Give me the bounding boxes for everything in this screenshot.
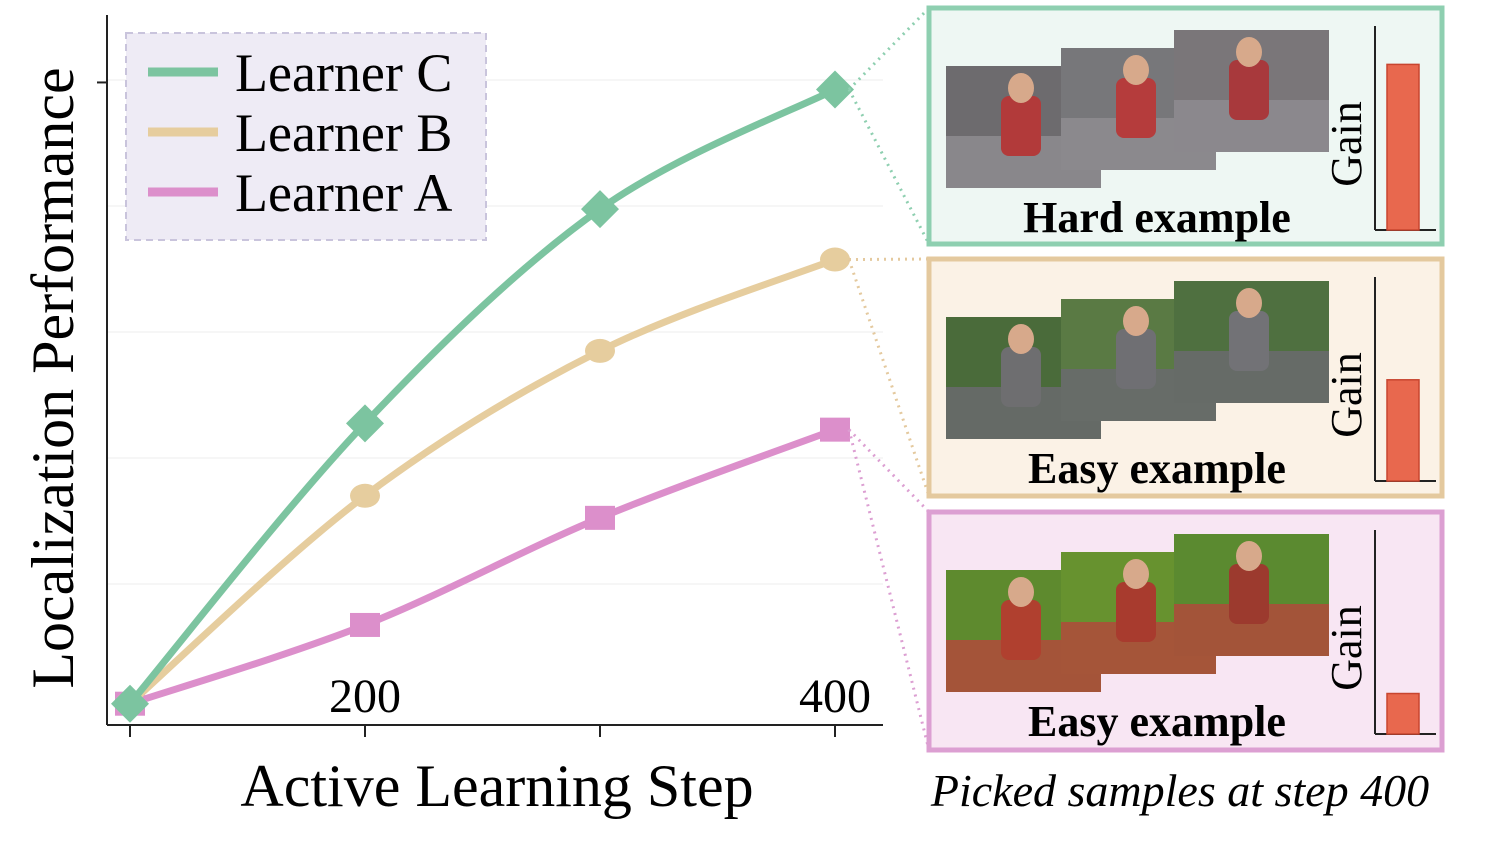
sample-panel: Hard example Gain: [847, 5, 1445, 247]
learner-a-line: [126, 426, 839, 708]
frame-subject-head: [1236, 541, 1262, 571]
learner-b-point: [585, 338, 615, 363]
connector-line: [847, 428, 931, 514]
learner-c-line: [126, 85, 839, 708]
learner-b-point: [350, 483, 380, 508]
frame-subject-head: [1123, 55, 1149, 85]
video-frame: [1174, 30, 1329, 152]
legend-label: Learner A: [235, 163, 452, 223]
frame-subject: [1116, 329, 1156, 389]
x-tick-label: 200: [329, 670, 401, 723]
frame-subject: [1229, 564, 1269, 624]
y-axis-title: Localization Performance: [20, 67, 86, 688]
panel-title: Easy example: [1028, 444, 1286, 493]
gain-label: Gain: [1322, 605, 1371, 691]
frame-subject: [1001, 96, 1041, 156]
frame-subject-head: [1008, 324, 1034, 354]
frame-subject-head: [1008, 577, 1034, 607]
frame-subject: [1001, 347, 1041, 407]
learner-a-point: [820, 417, 850, 442]
x-tick-label: 400: [799, 670, 871, 723]
legend-label: Learner C: [235, 43, 452, 103]
plot-area: [107, 70, 883, 723]
connector-line: [847, 259, 931, 497]
learner-b-line: [126, 256, 839, 708]
gain-bar: [1386, 379, 1420, 482]
frame-subject-head: [1008, 73, 1034, 103]
frame-subject: [1116, 78, 1156, 138]
panel-title: Hard example: [1023, 193, 1291, 242]
samples-caption: Picked samples at step 400: [930, 765, 1429, 816]
learner-c-point: [346, 404, 384, 443]
learner-a-point: [585, 505, 615, 530]
learner-c-point: [111, 684, 149, 723]
learner-c-point: [581, 190, 619, 229]
video-frame: [1174, 281, 1329, 403]
connector-line: [847, 6, 931, 91]
connector-line: [848, 257, 930, 262]
gain-label: Gain: [1322, 352, 1371, 438]
gain-label: Gain: [1322, 101, 1371, 187]
gain-bar: [1386, 63, 1420, 231]
panel-title: Easy example: [1028, 697, 1286, 746]
learner-b-point: [820, 247, 850, 272]
frame-subject: [1229, 60, 1269, 120]
frame-subject-head: [1236, 37, 1262, 67]
video-frame: [1061, 552, 1216, 674]
legend-label: Learner B: [235, 103, 452, 163]
frame-subject: [1001, 600, 1041, 660]
sample-panel: Easy example Gain: [847, 256, 1445, 499]
learner-a-point: [350, 612, 380, 637]
frame-subject: [1116, 582, 1156, 642]
connector-line: [847, 88, 931, 245]
frame-subject-head: [1236, 288, 1262, 318]
frame-subject: [1229, 311, 1269, 371]
gain-bar: [1386, 692, 1420, 735]
x-axis-title: Active Learning Step: [240, 753, 753, 819]
frame-subject-head: [1123, 306, 1149, 336]
learner-c-point: [816, 70, 854, 109]
frame-subject-head: [1123, 559, 1149, 589]
video-frame: [1174, 534, 1329, 656]
